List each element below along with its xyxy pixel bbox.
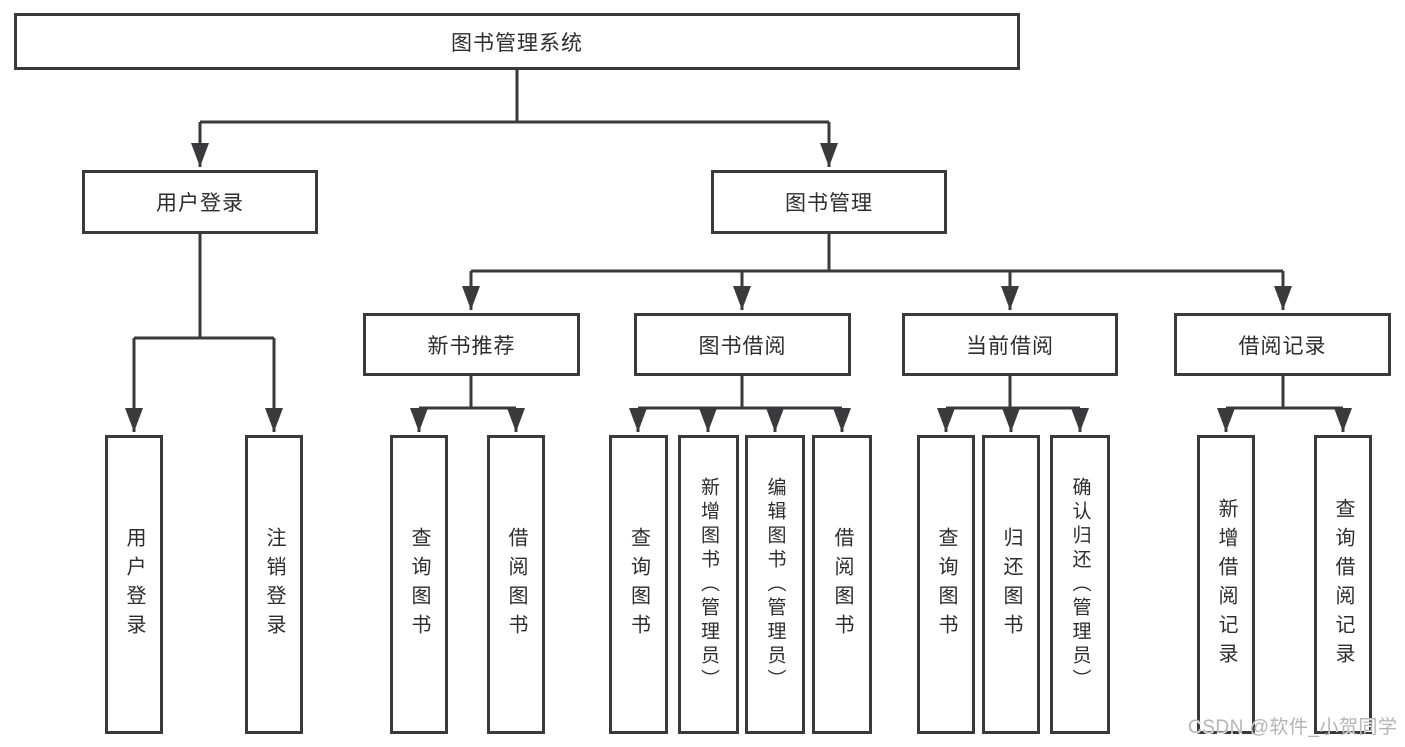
node-borrowing-records: 借阅记录 [1174, 313, 1391, 376]
leaf-label: 借阅图书 [505, 526, 527, 643]
node-label: 图书管理系统 [451, 31, 583, 55]
node-label: 用户登录 [156, 192, 244, 215]
leaf-label: 注销登录 [263, 526, 285, 643]
leaf-logout: 注销登录 [245, 435, 303, 734]
node-label: 图书管理 [785, 192, 873, 215]
node-current-borrowing: 当前借阅 [902, 313, 1118, 376]
node-label: 新书推荐 [427, 334, 516, 358]
leaf-label: 归还图书 [1000, 526, 1022, 643]
node-book-borrowing: 图书借阅 [634, 313, 851, 376]
node-label: 借阅记录 [1238, 334, 1327, 358]
leaf-label: 新增图书（管理员） [698, 476, 719, 693]
leaf-label: 确认归还（管理员） [1069, 476, 1091, 693]
leaf-label: 查询图书 [935, 526, 957, 643]
leaf-rec-query-borrow-record: 查询借阅记录 [1314, 435, 1372, 734]
csdn-watermark: CSDN @软件_小贺同学 [1188, 717, 1398, 738]
leaf-bb-query-books: 查询图书 [609, 435, 668, 734]
node-label: 当前借阅 [966, 334, 1054, 358]
leaf-label: 新增借阅记录 [1215, 497, 1237, 672]
leaf-label: 查询图书 [627, 526, 650, 643]
node-label: 图书借阅 [698, 334, 787, 358]
leaf-label: 编辑图书（管理员） [764, 476, 786, 693]
leaf-label: 查询借阅记录 [1332, 497, 1354, 672]
leaf-cb-query-books: 查询图书 [917, 435, 975, 734]
leaf-user-login: 用户登录 [105, 435, 163, 734]
node-user-login: 用户登录 [82, 170, 318, 234]
node-library-system-root: 图书管理系统 [14, 13, 1020, 70]
leaf-bb-edit-books-admin: 编辑图书（管理员） [745, 435, 805, 734]
leaf-nb-borrow-books: 借阅图书 [487, 435, 545, 734]
leaf-bb-borrow-books: 借阅图书 [812, 435, 872, 734]
leaf-rec-add-borrow-record: 新增借阅记录 [1197, 435, 1255, 734]
leaf-label: 查询图书 [408, 526, 430, 643]
leaf-label: 用户登录 [123, 526, 145, 643]
node-new-book-recommend: 新书推荐 [363, 313, 580, 376]
leaf-label: 借阅图书 [831, 526, 853, 643]
leaf-bb-add-books-admin: 新增图书（管理员） [678, 435, 739, 734]
leaf-cb-return-books: 归还图书 [982, 435, 1040, 734]
node-book-management: 图书管理 [711, 170, 947, 234]
leaf-cb-confirm-return-admin: 确认归还（管理员） [1050, 435, 1110, 734]
leaf-nb-query-books: 查询图书 [390, 435, 448, 734]
